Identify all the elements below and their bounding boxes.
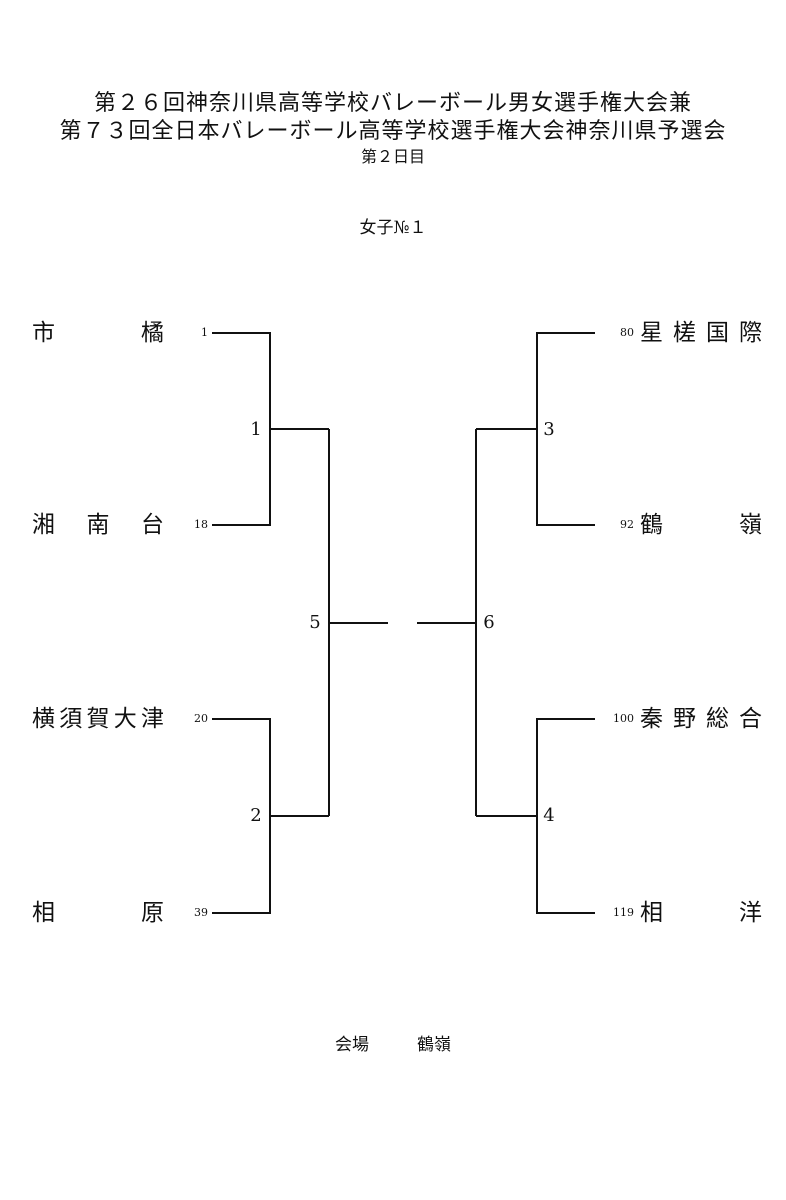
division-label: 女子№１ bbox=[359, 218, 427, 238]
team-name-right-3: 秦野総合 bbox=[640, 706, 762, 732]
match-number-2: 2 bbox=[250, 805, 262, 826]
match-number-6: 6 bbox=[483, 612, 495, 633]
seed-number-right-3: 100 bbox=[613, 712, 634, 725]
seed-number-left-1: 1 bbox=[201, 326, 208, 339]
title-line-2: 第７３回全日本バレーボール高等学校選手権大会神奈川県予選会 bbox=[59, 119, 727, 144]
seed-number-right-2: 92 bbox=[620, 518, 634, 531]
venue-name: 鶴嶺 bbox=[417, 1035, 451, 1055]
match-number-3: 3 bbox=[543, 419, 555, 440]
seed-number-left-3: 20 bbox=[194, 712, 208, 725]
seed-number-left-2: 18 bbox=[194, 518, 208, 531]
venue-label: 会場 bbox=[335, 1035, 369, 1055]
team-name-right-1: 星槎国際 bbox=[640, 320, 762, 346]
seed-number-right-1: 80 bbox=[620, 326, 634, 339]
team-name-left-4: 相原 bbox=[32, 900, 164, 926]
seed-number-left-4: 39 bbox=[194, 906, 208, 919]
seed-number-right-4: 119 bbox=[613, 906, 634, 919]
match-number-4: 4 bbox=[543, 805, 555, 826]
team-name-right-4: 相洋 bbox=[640, 900, 762, 926]
team-name-left-3: 横須賀大津 bbox=[32, 706, 164, 732]
match-number-1: 1 bbox=[250, 419, 262, 440]
team-name-right-2: 鶴嶺 bbox=[640, 512, 762, 538]
team-name-left-2: 湘南台 bbox=[32, 512, 164, 538]
venue-info: 会場 鶴嶺 bbox=[0, 1030, 786, 1055]
title-line-1: 第２６回神奈川県高等学校バレーボール男女選手権大会兼 bbox=[93, 91, 692, 116]
tournament-title: 第２６回神奈川県高等学校バレーボール男女選手権大会兼 第７３回全日本バレーボール… bbox=[0, 90, 786, 168]
team-name-left-1: 市橘 bbox=[32, 320, 164, 346]
day-label: 第２日目 bbox=[360, 147, 425, 166]
match-number-5: 5 bbox=[309, 612, 321, 633]
